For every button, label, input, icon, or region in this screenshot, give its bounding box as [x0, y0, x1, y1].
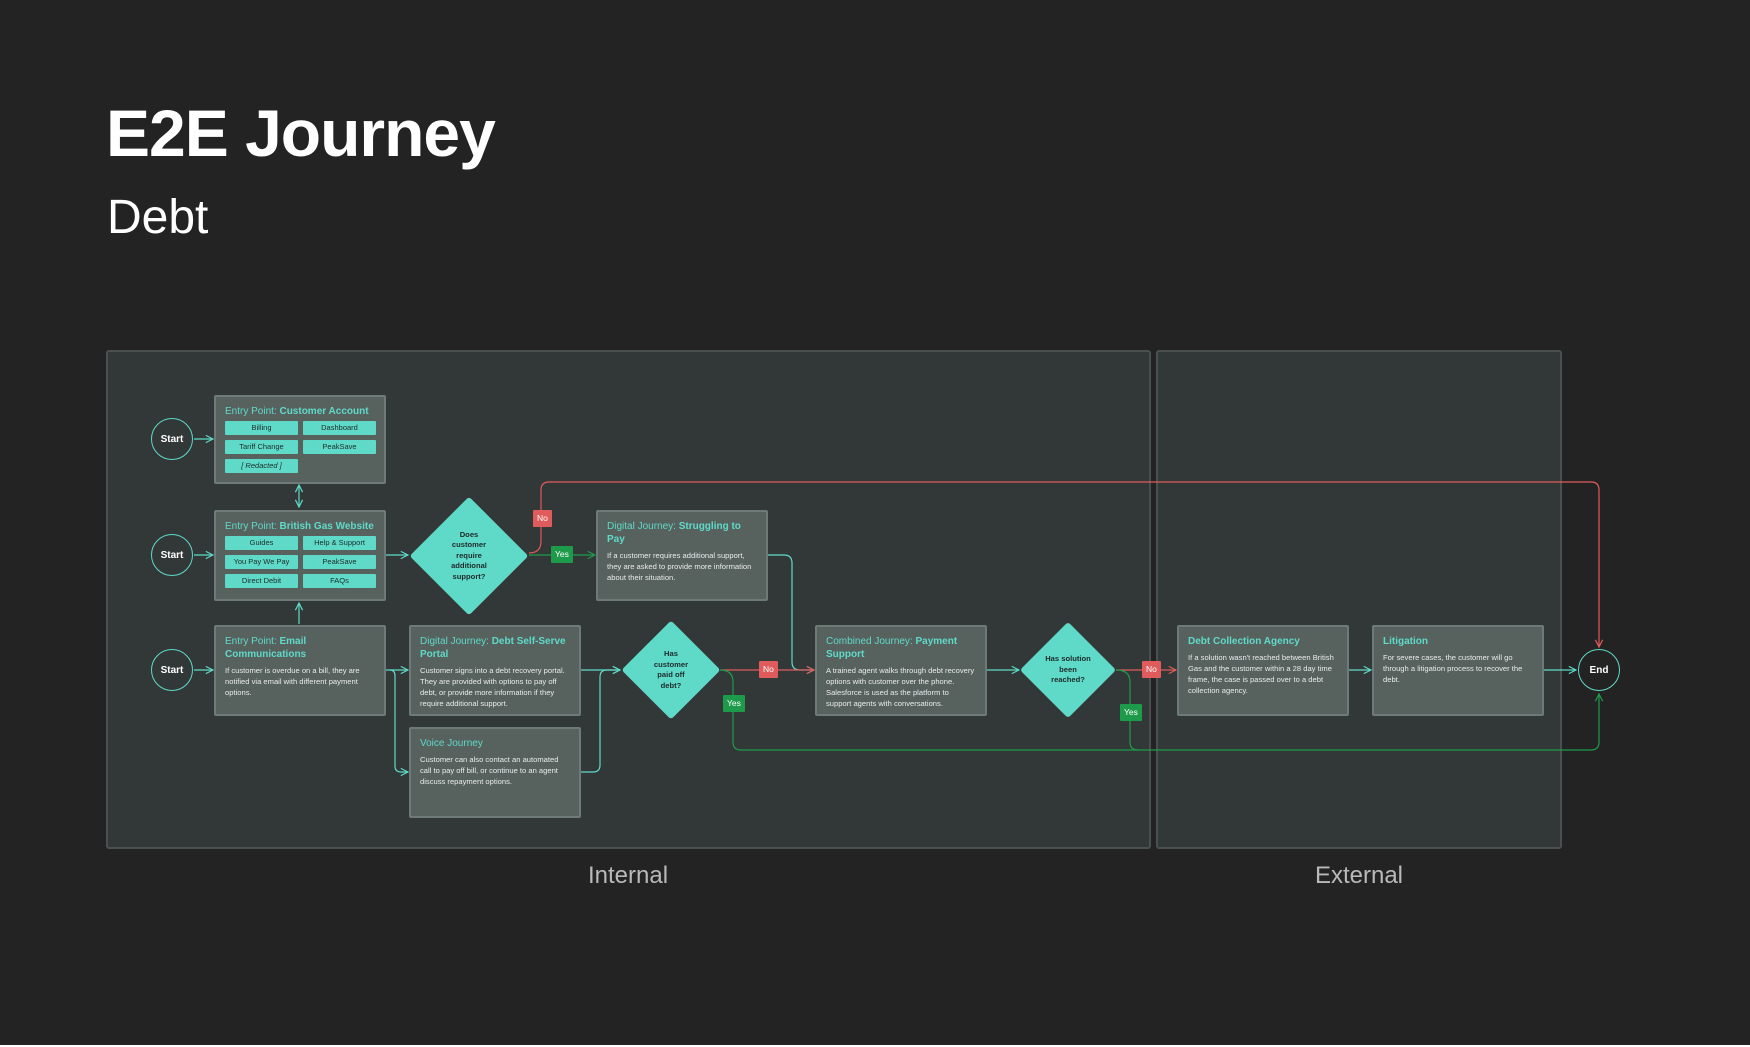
debt-collection-agency-card: Debt Collection Agency If a solution was…	[1177, 625, 1349, 716]
struggling-body: If a customer requires additional suppor…	[607, 551, 752, 582]
chip-direct-debit: Direct Debit	[225, 574, 298, 588]
page-title: E2E Journey	[106, 96, 496, 170]
no-tag-paid: No	[759, 661, 778, 678]
chip-peaksave: PeakSave	[303, 440, 376, 454]
chip-guides: Guides	[225, 536, 298, 550]
payment-support-body: A trained agent walks through debt recov…	[826, 666, 975, 708]
struggling-to-pay-card: Digital Journey: Struggling to Pay If a …	[596, 510, 768, 601]
page-subtitle: Debt	[107, 191, 209, 244]
journey-name: Payment Support	[826, 636, 958, 660]
yes-tag-support: Yes	[551, 546, 573, 563]
litigation-body: For severe cases, the customer will go t…	[1383, 653, 1523, 684]
chip-redacted: [ Redacted ]	[225, 459, 298, 473]
agency-body: If a solution wasn't reached between Bri…	[1188, 653, 1334, 695]
journey-prefix: Digital Journey:	[607, 521, 679, 532]
entry-name: Customer Account	[279, 406, 369, 417]
debt-self-serve-card: Digital Journey: Debt Self-Serve Portal …	[409, 625, 581, 716]
entry-name: Email Communications	[225, 636, 307, 660]
entry-prefix: Entry Point:	[225, 636, 280, 647]
decision-text: Does customer require additional support…	[451, 529, 487, 581]
external-zone-label: External	[1314, 862, 1404, 889]
agency-title: Debt Collection Agency	[1188, 636, 1300, 647]
entry-website-title: Entry Point: British Gas Website	[225, 520, 375, 533]
journey-prefix: Digital Journey:	[420, 636, 492, 647]
entry-website-card: Entry Point: British Gas Website Guides …	[214, 510, 386, 601]
decision-label: Has customer paid off debt?	[621, 620, 721, 720]
entry-email-title: Entry Point: Email Communications	[225, 635, 375, 661]
entry-email-card: Entry Point: Email Communications If cus…	[214, 625, 386, 716]
internal-zone-label: Internal	[587, 862, 669, 889]
chip-you-pay-we-pay: You Pay We Pay	[225, 555, 298, 569]
no-tag-solution: No	[1142, 661, 1161, 678]
entry-prefix: Entry Point:	[225, 406, 280, 417]
decision-solution-reached: Has solution been reached?	[1019, 620, 1117, 720]
decision-text: Has customer paid off debt?	[653, 649, 689, 690]
start-node-account: Start	[151, 418, 193, 460]
decision-paid-off: Has customer paid off debt?	[621, 620, 721, 720]
entry-name: British Gas Website	[279, 521, 374, 532]
struggling-title: Digital Journey: Struggling to Pay	[607, 520, 757, 546]
journey-name: Struggling to Pay	[607, 521, 741, 545]
chip-faqs: FAQs	[303, 574, 376, 588]
yes-tag-solution: Yes	[1120, 704, 1142, 721]
chip-billing: Billing	[225, 421, 298, 435]
start-node-website: Start	[151, 534, 193, 576]
payment-support-card: Combined Journey: Payment Support A trai…	[815, 625, 987, 716]
voice-title: Voice Journey	[420, 738, 483, 749]
litigation-title: Litigation	[1383, 636, 1428, 647]
end-node: End	[1578, 649, 1620, 691]
start-node-email: Start	[151, 649, 193, 691]
chip-tariff-change: Tariff Change	[225, 440, 298, 454]
voice-body: Customer can also contact an automated c…	[420, 755, 559, 786]
chip-dashboard: Dashboard	[303, 421, 376, 435]
journey-name: Debt Self-Serve Portal	[420, 636, 566, 660]
journey-prefix: Combined Journey:	[826, 636, 916, 647]
decision-additional-support: Does customer require additional support…	[409, 496, 529, 616]
entry-email-body: If customer is overdue on a bill, they a…	[225, 666, 360, 697]
entry-customer-account-title: Entry Point: Customer Account	[225, 405, 375, 418]
bottom-border	[0, 1045, 1750, 1047]
no-tag-support: No	[533, 510, 552, 527]
voice-journey-card: Voice Journey Customer can also contact …	[409, 727, 581, 818]
chip-peaksave: PeakSave	[303, 555, 376, 569]
decision-text: Has solution been reached?	[1045, 654, 1091, 685]
self-serve-body: Customer signs into a debt recovery port…	[420, 666, 565, 708]
entry-customer-account-card: Entry Point: Customer Account Billing Da…	[214, 395, 386, 484]
payment-support-title: Combined Journey: Payment Support	[826, 635, 976, 661]
entry-prefix: Entry Point:	[225, 521, 280, 532]
litigation-card: Litigation For severe cases, the custome…	[1372, 625, 1544, 716]
chip-help-support: Help & Support	[303, 536, 376, 550]
external-zone	[1156, 350, 1562, 849]
self-serve-title: Digital Journey: Debt Self-Serve Portal	[420, 635, 570, 661]
decision-label: Has solution been reached?	[1019, 620, 1117, 720]
decision-label: Does customer require additional support…	[409, 496, 529, 616]
yes-tag-paid: Yes	[723, 695, 745, 712]
